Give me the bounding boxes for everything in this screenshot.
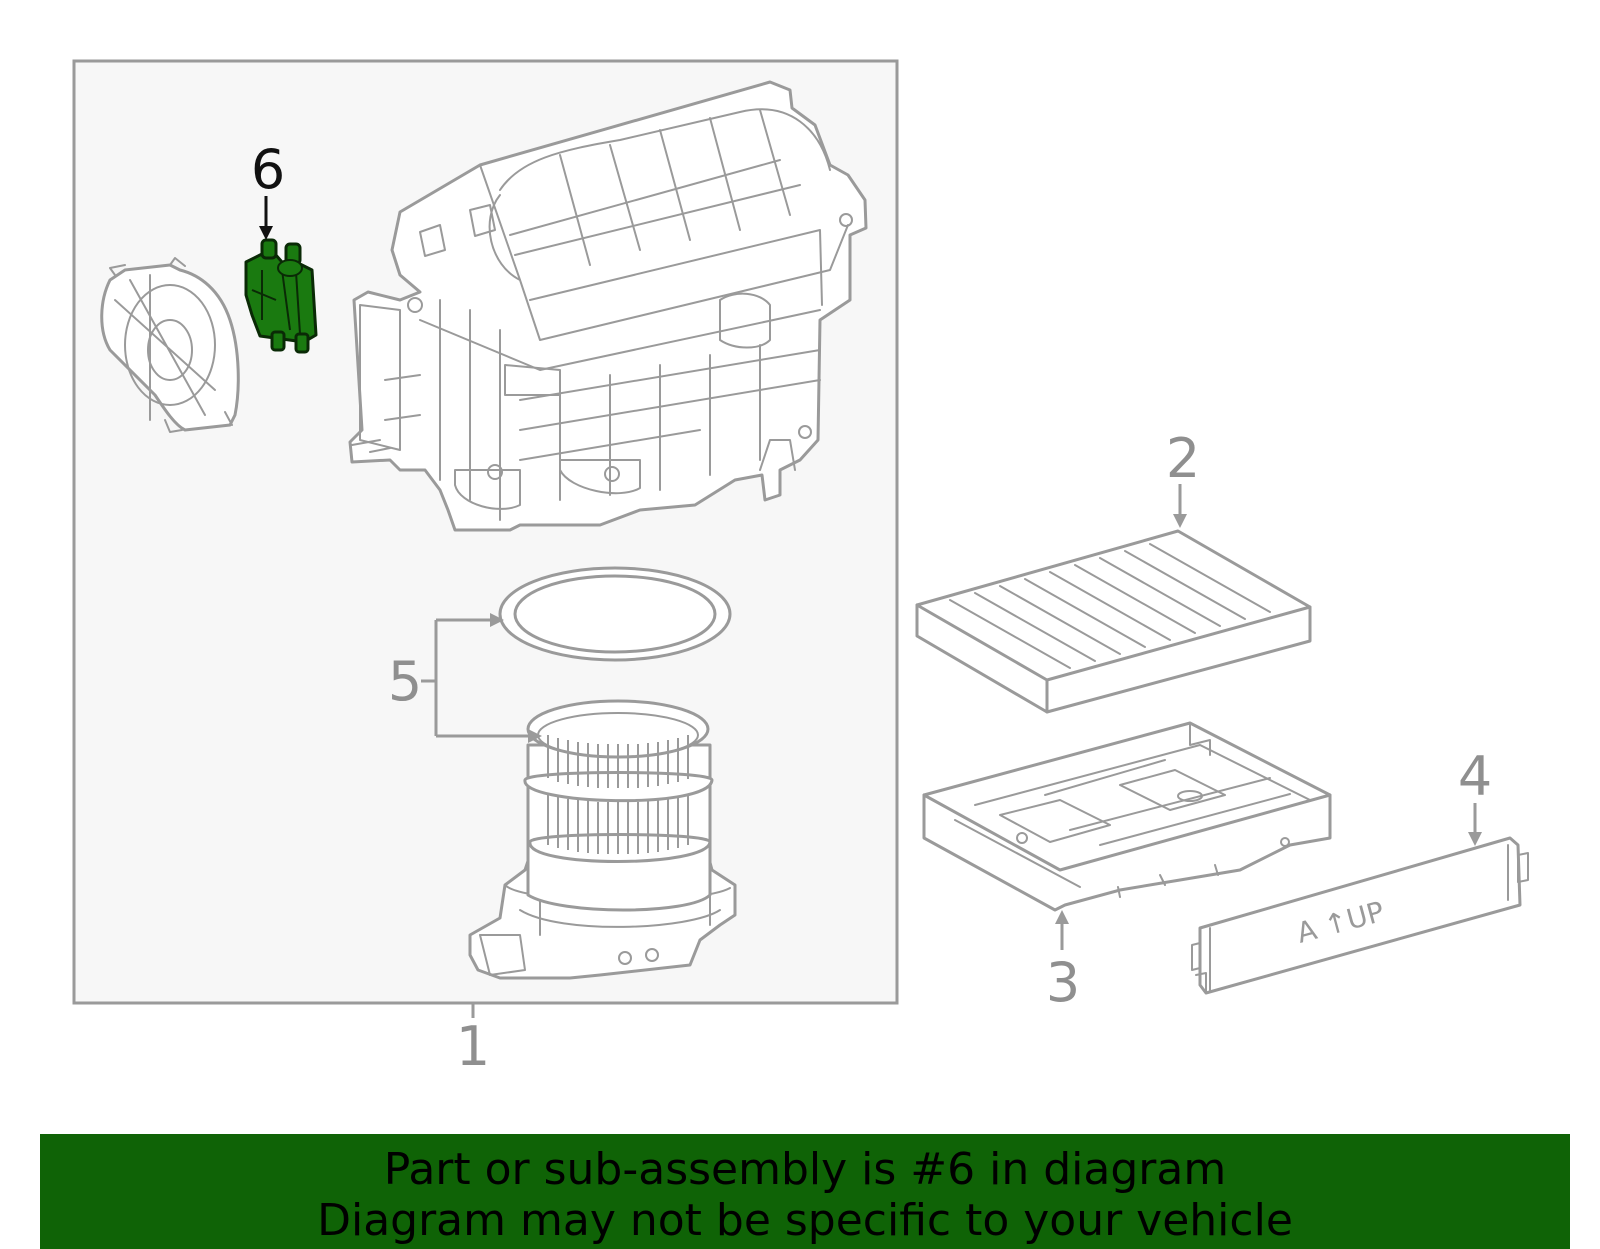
fan-blades xyxy=(547,735,689,854)
info-banner: Part or sub-assembly is #6 in diagram Di… xyxy=(40,1134,1570,1249)
callout-3-arrowhead xyxy=(1055,910,1069,924)
banner-line-1: Part or sub-assembly is #6 in diagram xyxy=(383,1144,1227,1195)
callout-4-arrowhead xyxy=(1468,832,1482,846)
part-3-filter-tray xyxy=(922,721,1332,912)
callout-6-arrowhead xyxy=(259,226,273,240)
callout-2: 2 xyxy=(1166,427,1200,490)
part-6-actuator xyxy=(244,238,318,354)
part-2-cabin-filter xyxy=(915,529,1312,714)
callout-6: 6 xyxy=(251,138,285,201)
callout-5-bracket xyxy=(421,618,530,738)
banner-line-2: Diagram may not be specific to your vehi… xyxy=(317,1195,1293,1246)
callout-4: 4 xyxy=(1458,745,1492,808)
gasket-ring xyxy=(498,566,732,662)
callout-5-arrowhead-top xyxy=(490,613,504,627)
blower-cover xyxy=(100,257,240,433)
callout-1: 1 xyxy=(456,1015,490,1078)
callout-2-arrowhead xyxy=(1173,514,1187,528)
callout-5: 5 xyxy=(388,650,422,713)
blower-motor-fan xyxy=(468,699,737,980)
callout-5-arrowhead-bottom xyxy=(528,729,542,743)
hvac-case xyxy=(348,80,868,532)
callout-3: 3 xyxy=(1046,951,1080,1014)
part-4-filter-cover: A ↑UP xyxy=(1191,836,1529,995)
